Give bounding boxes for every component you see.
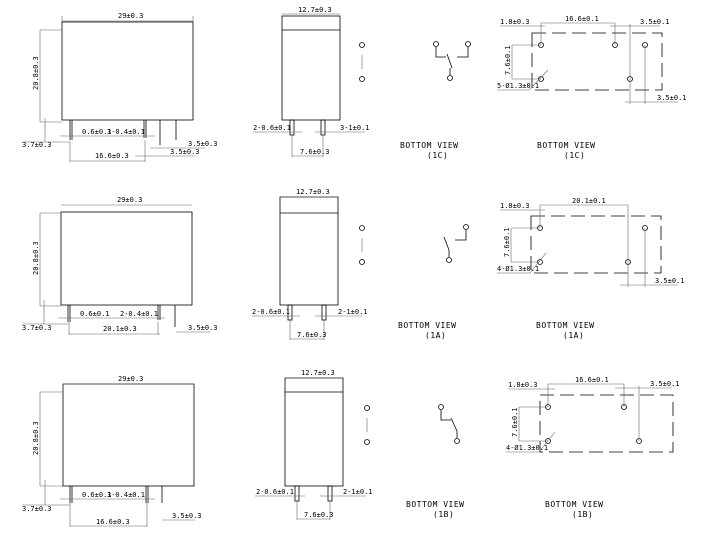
coil-symbol [364, 405, 370, 445]
front-view: 12.7±0.3 2-0.6±0.1 2-1±0.1 7.6±0.3 [255, 369, 373, 520]
dim-width: 12.7±0.3 [301, 369, 335, 377]
schematic-sub: (1B) [433, 510, 454, 519]
dim-pin-span: 16.6±0.3 [95, 152, 129, 160]
coil-symbol [359, 225, 365, 265]
dim-edge: 1.8±0.3 [500, 202, 530, 210]
side-view: 29±0.3 20.8±0.3 0.6±0.1 2-0.4±0.1 3.7±0.… [22, 196, 218, 335]
dim-pin-width: 0.6±0.1 [82, 491, 112, 499]
schematic-title: BOTTOM VIEW [400, 141, 458, 150]
switch-schematic: BOTTOM VIEW (1C) [400, 41, 471, 160]
dim-pin-right: 2-1±0.1 [343, 488, 373, 496]
pin-layout: 1.8±0.3 16.6±0.1 3.5±0.1 7.6±0.1 5-Ø1.3±… [497, 15, 687, 160]
layout-sub: (1B) [572, 510, 593, 519]
dim-holes: 4-Ø1.3±0.1 [497, 265, 539, 273]
side-view: 29±0.3 20.8±0.3 0.6±0.1 3-0.4±0.1 3.7±0.… [22, 375, 202, 527]
dim-pin-left: 2-0.6±0.1 [253, 124, 291, 132]
dim-span: 7.6±0.3 [300, 148, 330, 156]
dim-vert: 7.6±0.1 [511, 407, 519, 437]
layout-sub: (1A) [563, 331, 584, 340]
layout-sub: (1C) [564, 151, 585, 160]
pin-layout: 1.8±0.3 20.1±0.1 7.6±0.1 4-Ø1.3±0.1 3.5±… [497, 197, 685, 340]
switch-schematic: BOTTOM VIEW (1A) [398, 224, 469, 340]
dim-height: 20.8±0.3 [32, 241, 40, 275]
dim-bottom: 3.5±0.1 [655, 277, 685, 285]
dim-standoff: 3.7±0.3 [22, 505, 52, 513]
dim-pins: 2-0.4±0.1 [120, 310, 158, 318]
dim-pin-left: 2-0.6±0.1 [256, 488, 294, 496]
front-view: 12.7±0.3 2-0.6±0.1 3-1±0.1 7.6±0.3 [253, 6, 370, 157]
front-view: 12.7±0.3 2-0.6±0.1 2-1±0.1 7.6±0.3 [252, 188, 368, 340]
dim-standoff: 3.7±0.3 [22, 324, 52, 332]
dim-gap-1: 3.5±0.3 [188, 324, 218, 332]
dim-span: 20.1±0.1 [572, 197, 606, 205]
dim-width: 12.7±0.3 [298, 6, 332, 14]
dim-gap-2: 3.5±0.3 [170, 148, 200, 156]
pin-layout: 1.8±0.3 16.6±0.1 3.5±0.1 7.6±0.1 4-Ø1.3±… [506, 376, 680, 519]
coil-symbol [359, 42, 365, 82]
dim-edge: 1.8±0.3 [508, 381, 538, 389]
dim-pin-width: 0.6±0.1 [80, 310, 110, 318]
dim-height: 20.8±0.3 [32, 421, 40, 455]
dim-right: 3.5±0.1 [640, 18, 670, 26]
dim-span: 16.6±0.1 [565, 15, 599, 23]
schematic-title: BOTTOM VIEW [398, 321, 456, 330]
side-view: 29±0.3 20.8±0.3 0.6±0.1 3-0.4±0.1 3.7±0.… [22, 12, 218, 162]
dim-gap-1: 3.5±0.3 [188, 140, 218, 148]
dim-span: 16.6±0.1 [575, 376, 609, 384]
dim-pin-right: 3-1±0.1 [340, 124, 370, 132]
dim-pins: 3-0.4±0.1 [107, 128, 145, 136]
schematic-title: BOTTOM VIEW [406, 500, 464, 509]
dim-standoff: 3.7±0.3 [22, 141, 52, 149]
dim-span: 7.6±0.3 [297, 331, 327, 339]
layout-title: BOTTOM VIEW [536, 321, 594, 330]
dim-pin-span: 20.1±0.3 [103, 325, 137, 333]
dim-vert: 7.6±0.1 [504, 45, 512, 75]
dim-pin-right: 2-1±0.1 [338, 308, 368, 316]
dim-holes: 4-Ø1.3±0.1 [506, 444, 548, 452]
dim-pin-width: 0.6±0.1 [82, 128, 112, 136]
row-1b: 29±0.3 20.8±0.3 0.6±0.1 3-0.4±0.1 3.7±0.… [22, 369, 680, 527]
layout-title: BOTTOM VIEW [537, 141, 595, 150]
dim-bottom: 3.5±0.1 [657, 94, 687, 102]
dim-pin-span: 16.6±0.3 [96, 518, 130, 526]
dim-right: 3.5±0.1 [650, 380, 680, 388]
dim-holes: 5-Ø1.3±0.1 [497, 82, 539, 90]
dim-pins: 3-0.4±0.1 [107, 491, 145, 499]
switch-schematic: BOTTOM VIEW (1B) [406, 404, 464, 519]
dim-length: 29±0.3 [118, 375, 143, 383]
dim-gap-1: 3.5±0.3 [172, 512, 202, 520]
dim-vert: 7.6±0.1 [503, 227, 511, 257]
dim-height: 20.8±0.3 [32, 56, 40, 90]
row-1c: 29±0.3 20.8±0.3 0.6±0.1 3-0.4±0.1 3.7±0.… [22, 6, 687, 162]
row-1a: 29±0.3 20.8±0.3 0.6±0.1 2-0.4±0.1 3.7±0.… [22, 188, 685, 340]
schematic-sub: (1C) [427, 151, 448, 160]
dim-length: 29±0.3 [118, 12, 143, 20]
schematic-sub: (1A) [425, 331, 446, 340]
dim-edge: 1.8±0.3 [500, 18, 530, 26]
dim-pin-left: 2-0.6±0.1 [252, 308, 290, 316]
layout-title: BOTTOM VIEW [545, 500, 603, 509]
dim-span: 7.6±0.3 [304, 511, 334, 519]
dim-length: 29±0.3 [117, 196, 142, 204]
dim-width: 12.7±0.3 [296, 188, 330, 196]
